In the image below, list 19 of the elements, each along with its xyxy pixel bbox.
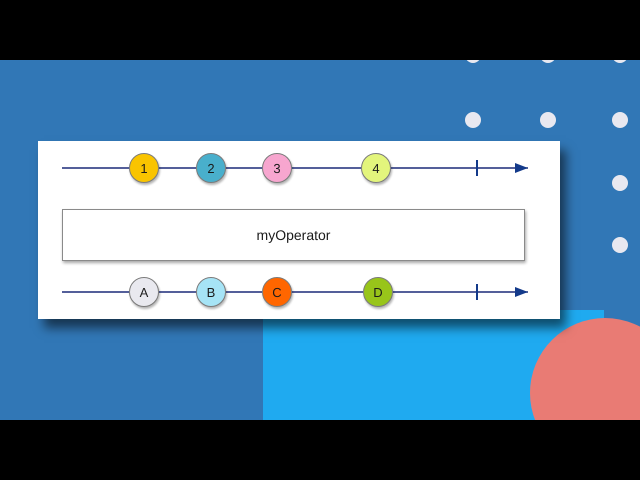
timeline-line xyxy=(62,291,129,293)
event-marble: 3 xyxy=(262,153,292,183)
event-marble: 4 xyxy=(361,153,391,183)
event-marble: 2 xyxy=(196,153,226,183)
event-marble: A xyxy=(129,277,159,307)
timeline-line xyxy=(62,167,129,169)
event-marble: 1 xyxy=(129,153,159,183)
operator-box: myOperator xyxy=(62,209,525,261)
timeline-line xyxy=(226,167,262,169)
timeline-arrow xyxy=(393,287,528,297)
timeline-arrow xyxy=(391,163,528,173)
timeline-line xyxy=(159,167,196,169)
timeline-line xyxy=(159,291,196,293)
event-marble: D xyxy=(363,277,393,307)
event-marble: B xyxy=(196,277,226,307)
event-marble: C xyxy=(262,277,292,307)
timeline-line xyxy=(292,167,361,169)
timeline-line xyxy=(226,291,262,293)
timeline-line xyxy=(292,291,363,293)
